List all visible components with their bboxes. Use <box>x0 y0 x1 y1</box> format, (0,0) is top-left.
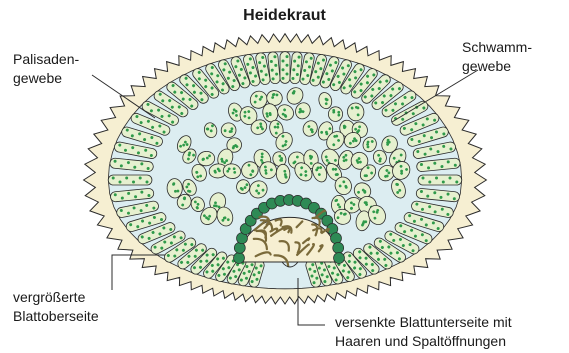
groove-border-cell <box>234 253 245 264</box>
spongy-cell <box>221 123 236 138</box>
spongy-cell <box>276 164 290 184</box>
palisade-cell <box>108 175 152 185</box>
groove-border-cell <box>333 242 344 253</box>
palisade-cell <box>418 175 462 185</box>
groove-border-cell <box>234 242 245 253</box>
groove-border-cell <box>331 233 342 244</box>
spongy-cell <box>328 107 343 122</box>
groove-border-cell <box>334 253 345 264</box>
palisade-cell <box>280 52 290 84</box>
